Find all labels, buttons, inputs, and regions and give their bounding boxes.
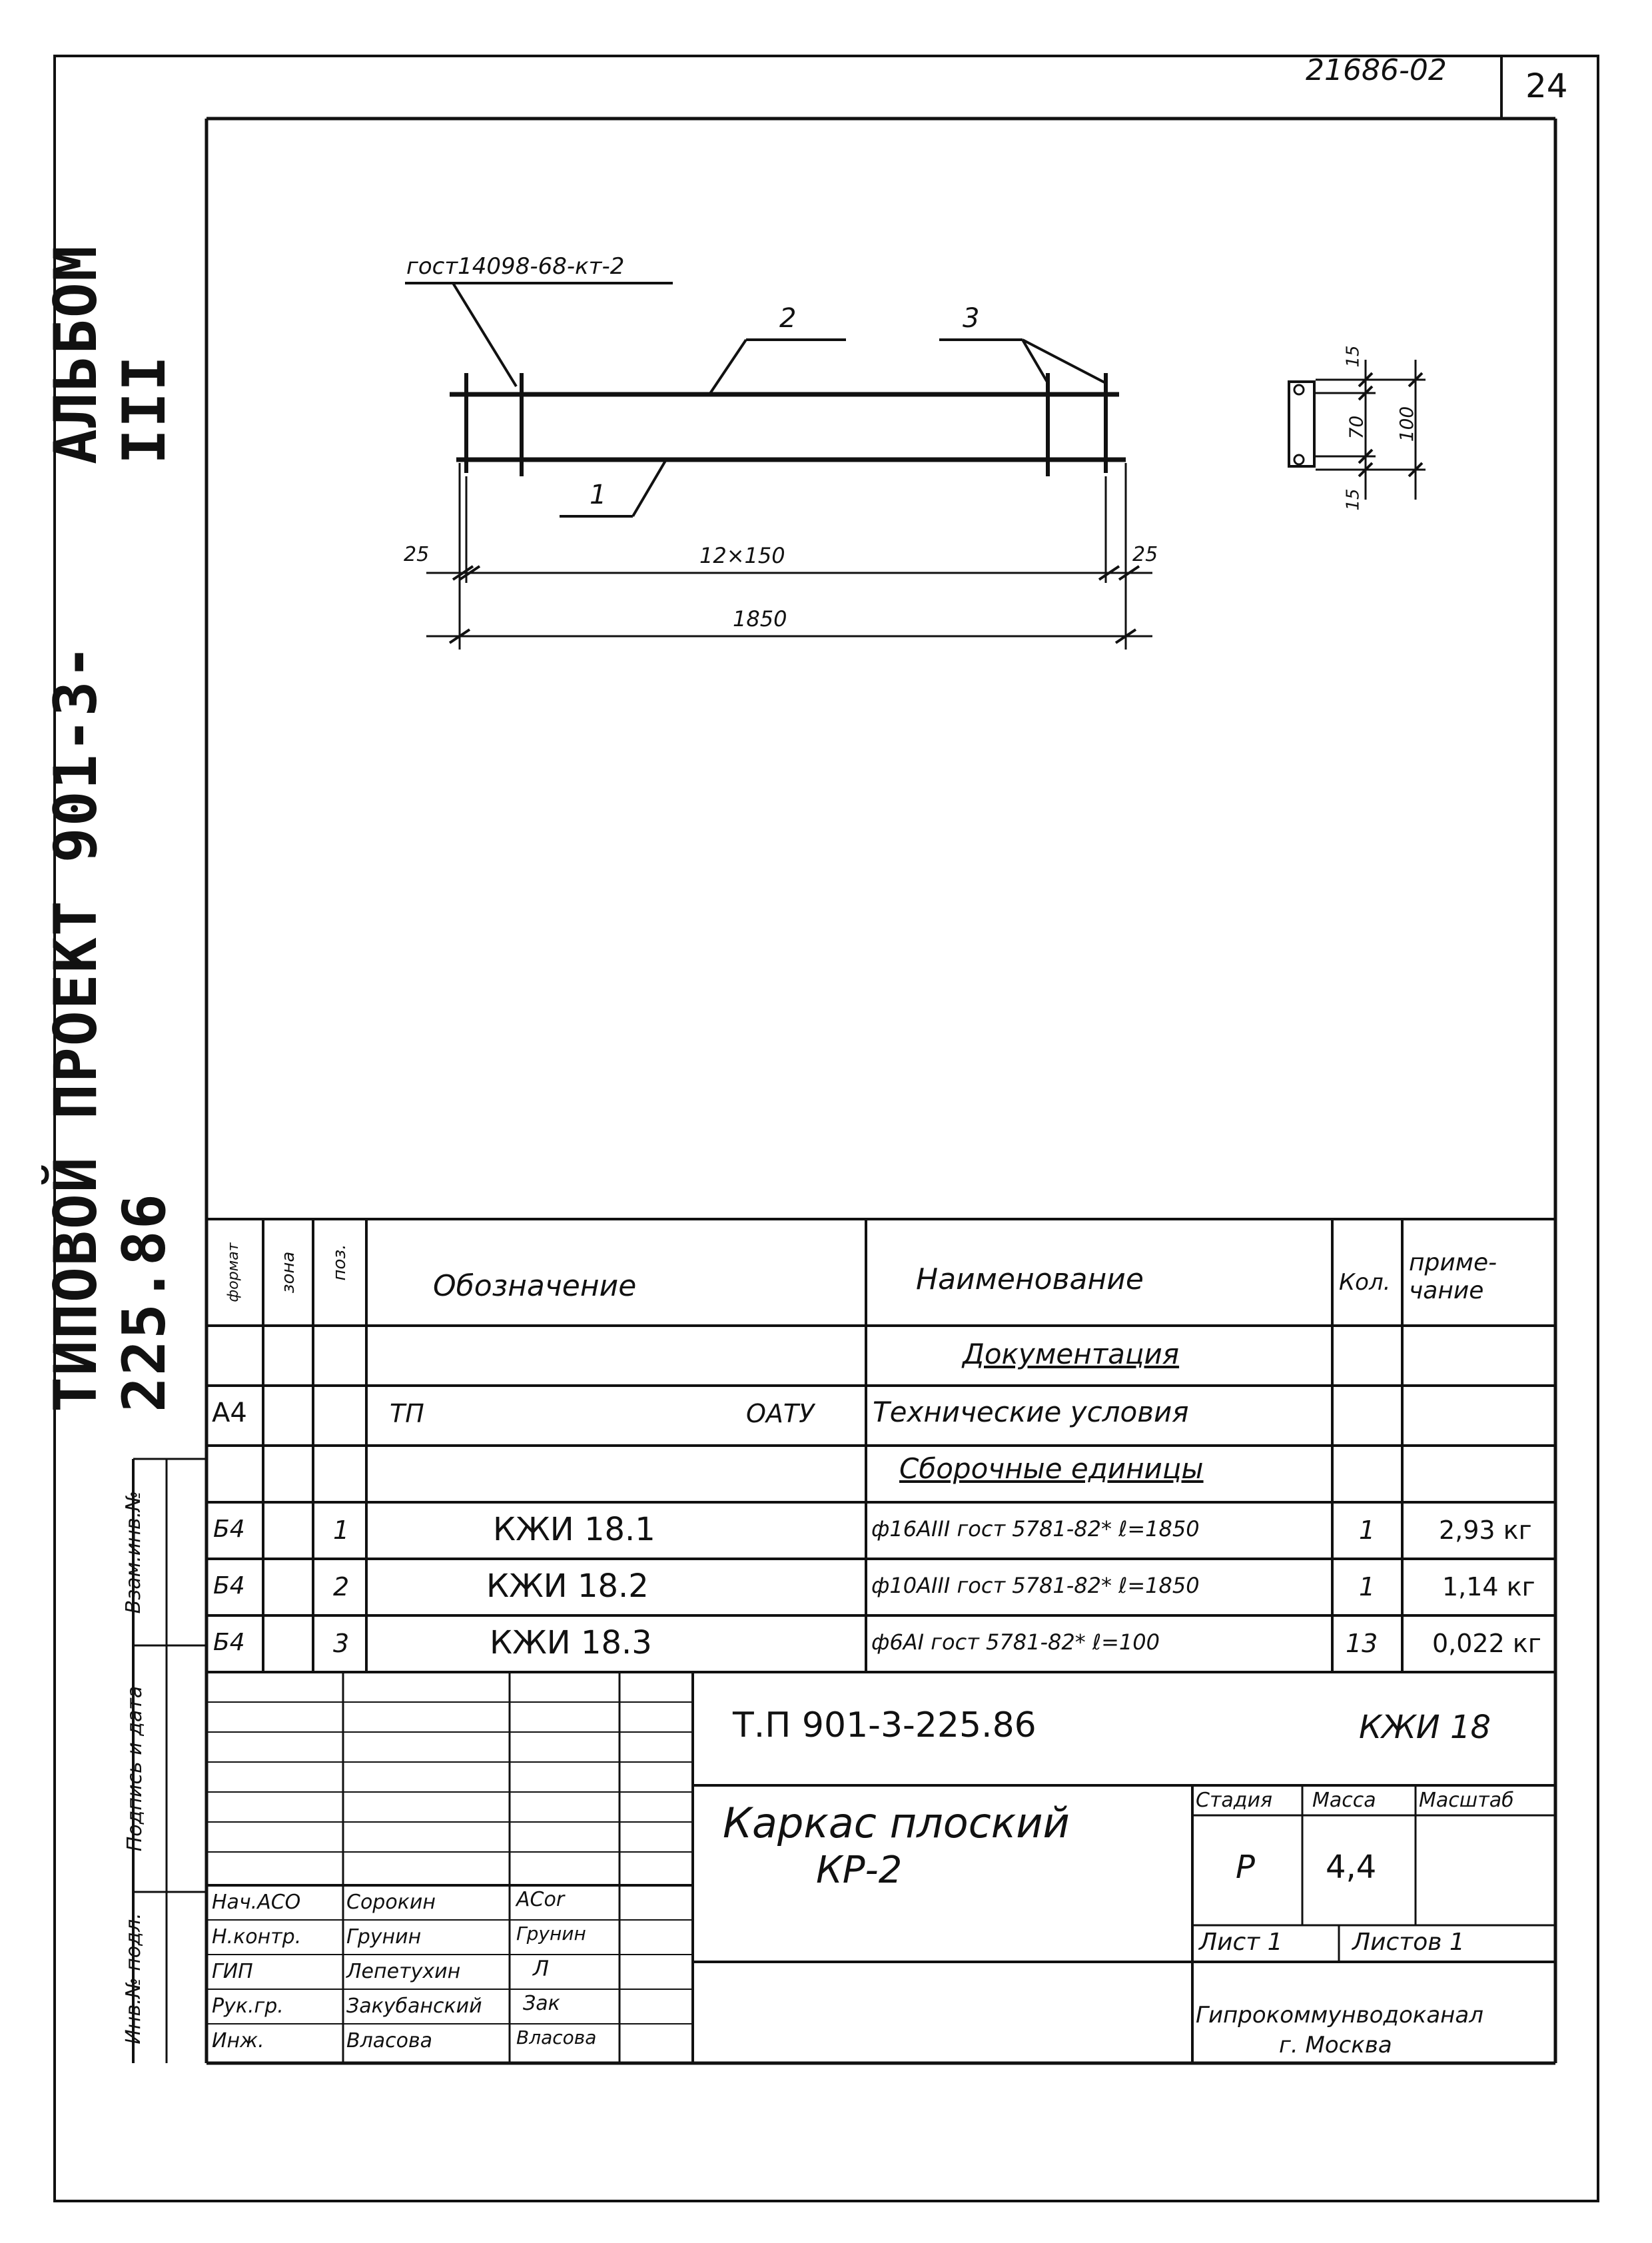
mass-value: 4,4 xyxy=(1326,1849,1377,1886)
sig-row-1-name: Сорокин xyxy=(346,1891,436,1914)
table-row-2-name: ф10АIII гост 5781-82* ℓ=1850 xyxy=(871,1573,1200,1598)
section-dim-15-top: 15 xyxy=(1343,345,1364,368)
sig-row-3-role: ГИП xyxy=(212,1960,253,1983)
sig-row-4-name: Закубанский xyxy=(346,1995,482,2018)
doc-row-designation-left: ТП xyxy=(390,1399,424,1428)
sig-row-1-role: Нач.АСО xyxy=(212,1891,301,1914)
drawing-title-line2: КР-2 xyxy=(816,1849,903,1892)
table-row-2-note: 1,14 кг xyxy=(1442,1572,1535,1601)
sig-row-2-role: Н.контр. xyxy=(212,1925,302,1949)
table-row-3-format: Б4 xyxy=(213,1629,245,1656)
table-row-2-pos: 2 xyxy=(333,1572,350,1601)
title-block-mark: КЖИ 18 xyxy=(1359,1709,1491,1746)
weld-standard-note: гост14098-68-кт-2 xyxy=(406,253,625,280)
table-row-2-format: Б4 xyxy=(213,1572,245,1599)
table-row-3-note: 0,022 кг xyxy=(1432,1629,1541,1658)
sig-row-2-name: Грунин xyxy=(346,1925,422,1949)
col-note-header: приме- чание xyxy=(1409,1249,1497,1304)
sig-row-1-signature: ACor xyxy=(516,1888,565,1911)
dim-25-right: 25 xyxy=(1132,543,1158,566)
col-designation-header: Обозначение xyxy=(433,1269,637,1303)
col-format-header: формат xyxy=(225,1242,242,1302)
sig-row-3-signature: Л xyxy=(533,1956,550,1981)
position-2-label: 2 xyxy=(779,303,797,334)
table-row-3-designation: КЖИ 18.3 xyxy=(490,1624,652,1661)
table-row-1-format: Б4 xyxy=(213,1516,245,1543)
sig-row-5-name: Власова xyxy=(346,2029,433,2052)
col-name-header: Наименование xyxy=(916,1262,1144,1296)
stage-value: Р xyxy=(1236,1849,1255,1886)
doc-row-name: Технические условия xyxy=(873,1396,1189,1428)
section-outline xyxy=(1288,380,1316,468)
doc-row-format: А4 xyxy=(212,1398,247,1428)
drawing-title-line1: Каркас плоский xyxy=(723,1799,1070,1847)
mass-label: Масса xyxy=(1312,1789,1376,1812)
sheet-number: 24 xyxy=(1525,67,1568,105)
title-block-code: Т.П 901-3-225.86 xyxy=(733,1705,1036,1745)
section-dim-15-bottom: 15 xyxy=(1343,488,1364,511)
sig-row-5-role: Инж. xyxy=(212,2029,264,2052)
sig-row-4-signature: Зак xyxy=(523,1992,560,2015)
sig-row-4-role: Рук.гр. xyxy=(212,1995,284,2018)
table-row-1-qty: 1 xyxy=(1359,1516,1376,1545)
dim-spacing: 12×150 xyxy=(699,543,785,568)
table-row-3-name: ф6АI гост 5781-82* ℓ=100 xyxy=(871,1629,1160,1655)
col-zone-header: зона xyxy=(278,1251,298,1294)
table-row-2-designation: КЖИ 18.2 xyxy=(486,1568,649,1605)
document-number: 21686-02 xyxy=(1306,53,1447,87)
organization-name: Гипрокоммунводоканал xyxy=(1196,2002,1483,2028)
col-qty-header: Кол. xyxy=(1339,1269,1391,1296)
sig-row-5-signature: Власова xyxy=(516,2026,597,2048)
doc-row-designation-right: ОАТУ xyxy=(746,1399,815,1428)
table-row-3-qty: 13 xyxy=(1346,1629,1378,1658)
sheets-label: Листов 1 xyxy=(1352,1929,1465,1956)
dim-25-left: 25 xyxy=(404,543,430,566)
col-pos-header: поз. xyxy=(330,1244,350,1281)
table-row-1-designation: КЖИ 18.1 xyxy=(493,1511,655,1548)
table-row-3-pos: 3 xyxy=(333,1629,350,1658)
table-row-1-note: 2,93 кг xyxy=(1439,1516,1532,1545)
stage-label: Стадия xyxy=(1196,1789,1273,1812)
sig-row-3-name: Лепетухин xyxy=(346,1960,461,1983)
section-dim-70: 70 xyxy=(1345,415,1368,440)
sig-row-2-signature: Грунин xyxy=(516,1923,586,1945)
section-dim-100: 100 xyxy=(1396,406,1418,442)
organization-city: г. Москва xyxy=(1279,2032,1392,2058)
sheet-label: Лист 1 xyxy=(1199,1929,1283,1956)
section-assembly-units: Сборочные единицы xyxy=(899,1452,1204,1485)
table-row-2-qty: 1 xyxy=(1359,1572,1376,1601)
section-documentation: Документация xyxy=(963,1338,1180,1370)
table-row-1-pos: 1 xyxy=(333,1516,350,1545)
scale-label: Масштаб xyxy=(1419,1789,1514,1812)
position-1-label: 1 xyxy=(590,480,607,510)
position-3-label: 3 xyxy=(963,303,980,334)
dim-total-length: 1850 xyxy=(733,606,787,632)
table-row-1-name: ф16АIII гост 5781-82* ℓ=1850 xyxy=(871,1516,1200,1542)
